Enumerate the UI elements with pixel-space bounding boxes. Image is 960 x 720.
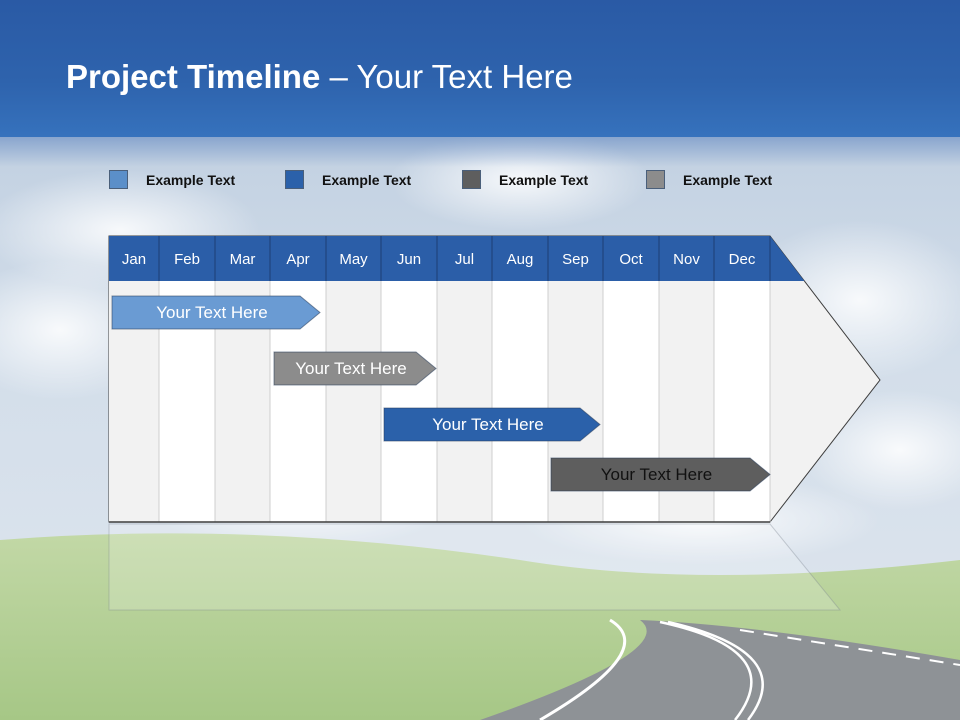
task-bar-1: Your Text Here: [111, 295, 321, 330]
month-column-may: [326, 281, 381, 522]
task-bar-4: Your Text Here: [550, 457, 771, 492]
task-label-1: Your Text Here: [156, 303, 268, 322]
title-bold: Project Timeline: [66, 58, 321, 95]
month-label-feb: Feb: [174, 251, 200, 268]
month-label-dec: Dec: [729, 251, 756, 268]
month-header-band: [109, 236, 805, 281]
legend-swatch-2: [285, 170, 304, 189]
header-fade: [0, 137, 960, 167]
month-columns: [109, 281, 771, 523]
task-bar-3: Your Text Here: [383, 407, 601, 442]
task-arrow-1: [111, 295, 321, 330]
legend-swatch-3: [462, 170, 481, 189]
task-label-4: Your Text Here: [601, 465, 713, 484]
task-arrow-3: [383, 407, 601, 442]
month-label-apr: Apr: [286, 251, 309, 268]
month-column-jul: [437, 281, 492, 522]
task-label-2: Your Text Here: [295, 359, 407, 378]
month-label-sep: Sep: [562, 251, 589, 268]
month-header: Jan Feb Mar Apr May Jun Jul Aug Sep Oct Nov Dec: [109, 236, 805, 281]
month-label-aug: Aug: [507, 251, 534, 268]
header-bar: [0, 0, 960, 137]
road-edge-line: [539, 618, 627, 720]
task-label-3: Your Text Here: [432, 415, 544, 434]
road-lane-dash: [739, 629, 960, 666]
legend-label-2: Example Text: [322, 172, 412, 188]
month-label-nov: Nov: [673, 251, 700, 268]
legend-swatch-4: [646, 170, 665, 189]
month-column-aug: [492, 281, 548, 522]
page-title: Project Timeline – Your Text Here: [66, 58, 573, 96]
reflection-shape: [108, 523, 842, 611]
task-bar-2: Your Text Here: [273, 351, 437, 386]
road-center-line-2: [667, 620, 764, 720]
timeline-reflection: [108, 523, 842, 611]
month-label-may: May: [339, 251, 368, 268]
legend-label-1: Example Text: [146, 172, 236, 188]
legend-label-3: Example Text: [499, 172, 589, 188]
task-arrow-2: [273, 351, 437, 386]
month-column-jun: [381, 281, 437, 522]
month-label-mar: Mar: [230, 251, 256, 268]
task-arrow-4: [550, 457, 771, 492]
road-center-line: [659, 620, 753, 720]
title-rest: – Your Text Here: [320, 58, 573, 95]
month-label-jan: Jan: [122, 251, 146, 268]
legend-label-4: Example Text: [683, 172, 773, 188]
month-label-oct: Oct: [619, 251, 643, 268]
legend-swatch-1: [109, 170, 128, 189]
month-label-jul: Jul: [455, 251, 474, 268]
month-label-jun: Jun: [397, 251, 421, 268]
